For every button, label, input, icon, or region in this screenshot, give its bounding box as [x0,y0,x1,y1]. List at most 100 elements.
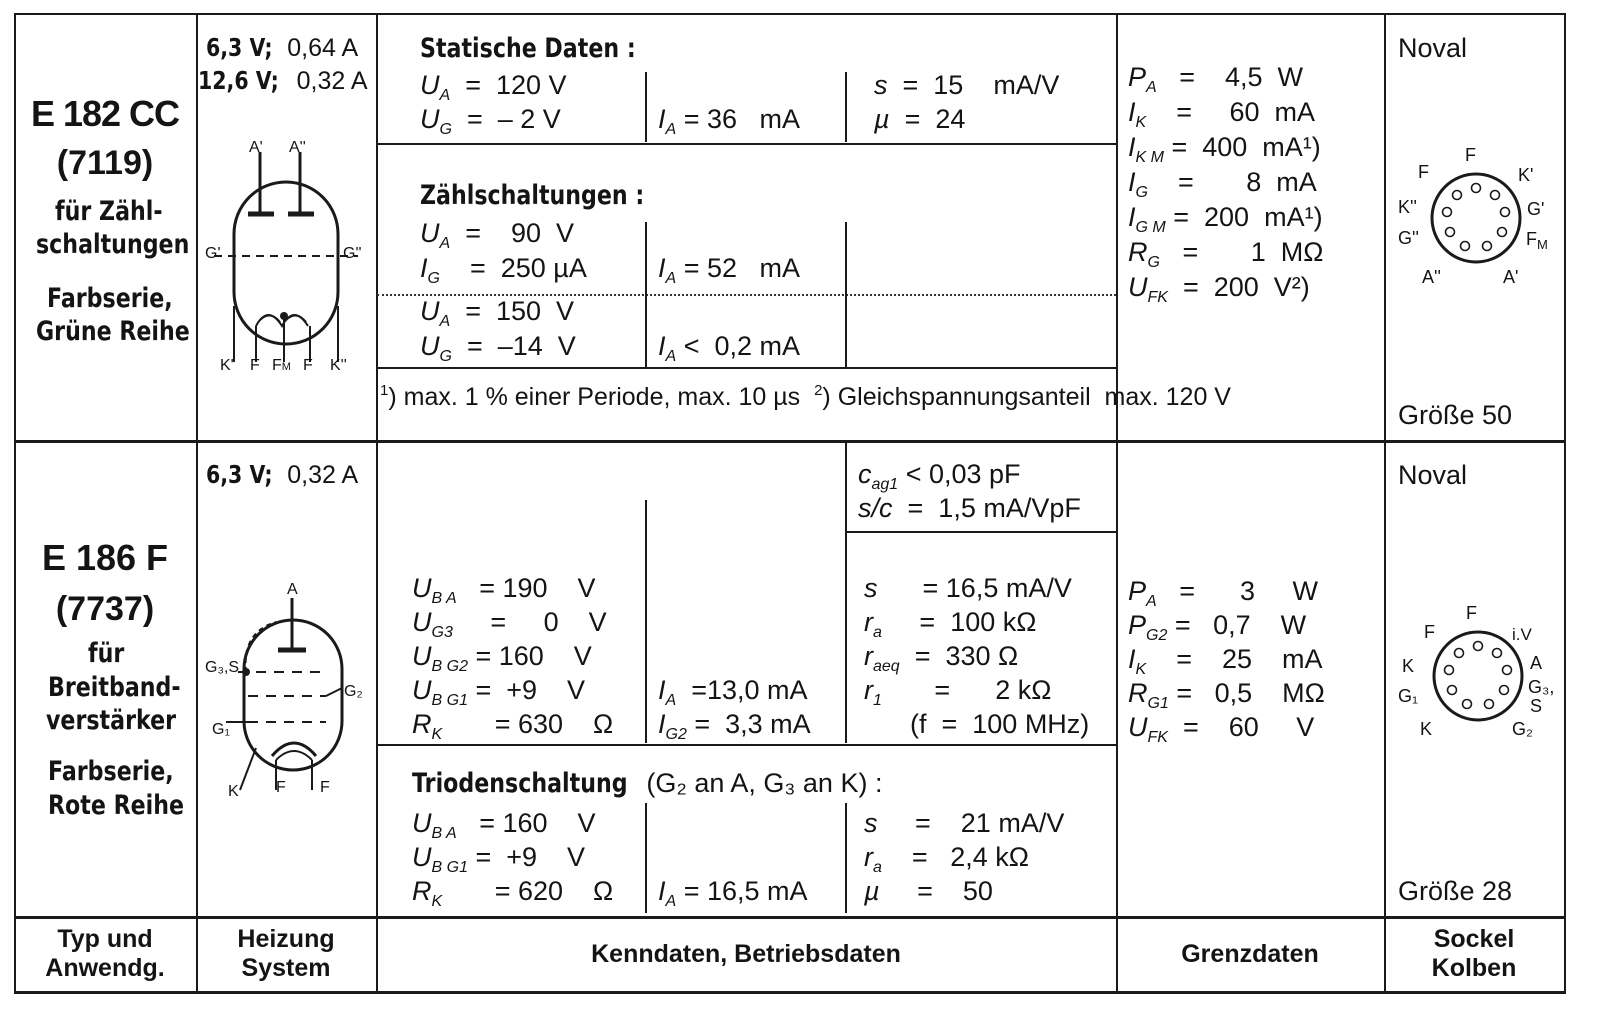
noval-socket-1 [1430,172,1522,264]
pin1-r2: FM [1526,229,1548,252]
static-divider [377,143,1116,145]
count1-ua: UA = 90 V [420,218,575,252]
static-mu: µ = 24 [874,104,966,134]
bulb-size-1: Größe 50 [1398,400,1513,430]
tube-app-1a: für Zähl- [55,196,163,227]
triode-divider [377,744,1116,746]
tri-col-a [645,803,647,913]
socket-type-1: Noval [1398,33,1468,63]
count-col-a [645,222,647,367]
footnote-line: 1) max. 1 % einer Periode, max. 10 µs 2)… [380,382,1231,411]
noval-socket-2 [1432,630,1524,722]
op-ig2: IG2 = 3,3 mA [658,709,811,743]
col-divider-2 [376,13,378,993]
static-col-a [645,72,647,142]
footnote-divider [377,367,1116,369]
op-ia: IA =13,0 mA [658,675,808,709]
tube-series-2b: Rote Reihe [48,790,185,821]
col-divider-4 [1384,13,1386,993]
pin2-top: F [1466,603,1477,623]
footer-divider [14,916,1566,919]
sym2-label-a: A [287,581,298,598]
border-right [1564,13,1566,993]
heating-1b: 12,6 V;0,32 A [198,66,368,95]
tri-col-b [845,803,847,913]
row-divider [14,440,1566,443]
cap-cag1: cag1 < 0,03 pF [858,459,1021,493]
sym1-label-f2: F [303,357,313,374]
border-bottom [14,991,1566,994]
tube-series-1b: Grüne Reihe [36,316,190,347]
pin1-tl: F [1418,162,1429,182]
cap-divider [846,531,1116,533]
double-triode-symbol [214,152,358,362]
pin2-r3: S [1530,696,1543,716]
static-s: s = 15 mA/V [874,70,1060,100]
pentode-symbol [226,598,344,791]
op-col-b [845,443,847,743]
static-title: Statische Daten : [420,33,636,64]
footer-limits: Grenzdaten [1181,940,1319,968]
count1-ig: IG = 250 µA [420,253,587,287]
triode-ia: IA = 16,5 mA [658,876,808,910]
border-top [14,13,1566,15]
tube-series-2a: Farbserie, [48,756,174,787]
tube-series-1a: Farbserie, [47,283,173,314]
sym1-label-a1: A' [249,139,263,156]
sym1-label-g2: G'' [343,245,362,262]
sym1-label-f1: F [250,357,260,374]
tube-type-2: E 186 F [41,537,169,578]
tube-app-2b: Breitband- [48,672,181,703]
col-divider-3 [1116,13,1118,993]
tube-type-1: E 182 CC [30,93,180,134]
tube-app-1b: schaltungen [36,229,190,260]
sym1-label-k2: K'' [330,357,347,374]
sym2-label-g3: G₃,S [205,659,240,676]
static-ia: IA = 36 mA [658,104,801,138]
tube-code-1: (7119) [56,144,154,182]
bulb-size-2: Größe 28 [1398,876,1513,906]
triode-title: Triodenschaltung (G₂ an A, G₃ an K) : [412,768,883,799]
tube-app-2a: für [88,638,125,669]
static-ug: UG = – 2 V [420,104,561,138]
pin2-bl: K [1420,719,1433,739]
pin1-l: K'' [1398,197,1417,217]
count-col-b [845,222,847,367]
pin2-r: A [1530,653,1543,673]
sym2-label-k: K [228,783,239,800]
sym2-label-g1: G₁ [212,721,230,738]
tube-app-2c: verstärker [46,705,177,736]
pin2-l: K [1402,656,1415,676]
static-col-b [845,72,847,142]
count1-ia: IA = 52 mA [658,253,801,287]
pin1-tr: K' [1518,165,1534,185]
heating-2: 6,3 V;0,32 A [206,460,359,489]
count2-ia: IA < 0,2 mA [658,331,801,365]
sym1-label-a2: A'' [289,139,306,156]
sym2-label-g2: G₂ [344,683,363,700]
pin1-bl: A'' [1422,267,1441,287]
count-title: Zählschaltungen : [420,180,645,211]
op-col-a [645,500,647,743]
static-ua: UA = 120 V [420,70,567,104]
tube-code-2: (7737) [55,590,155,628]
col-divider-1 [196,13,198,993]
pin1-r: G' [1527,199,1545,219]
pin2-r2: G₃, [1528,677,1555,697]
footer-ratings: Kenndaten, Betriebsdaten [591,940,901,968]
sym1-label-k1: K' [220,357,234,374]
sym1-label-fm: FM [272,357,291,374]
pin1-br: A' [1503,267,1519,287]
count2-ua: UA = 150 V [420,296,575,330]
heating-1a: 6,3 V;0,64 A [206,33,359,62]
count-dotted-divider [377,294,1116,296]
pin2-tl: F [1424,622,1435,642]
sym2-label-f1: F [276,779,286,796]
pin2-l2: G₁ [1398,686,1419,706]
pin2-tr: i.V [1512,625,1532,644]
sym1-label-g1: G' [205,245,221,262]
